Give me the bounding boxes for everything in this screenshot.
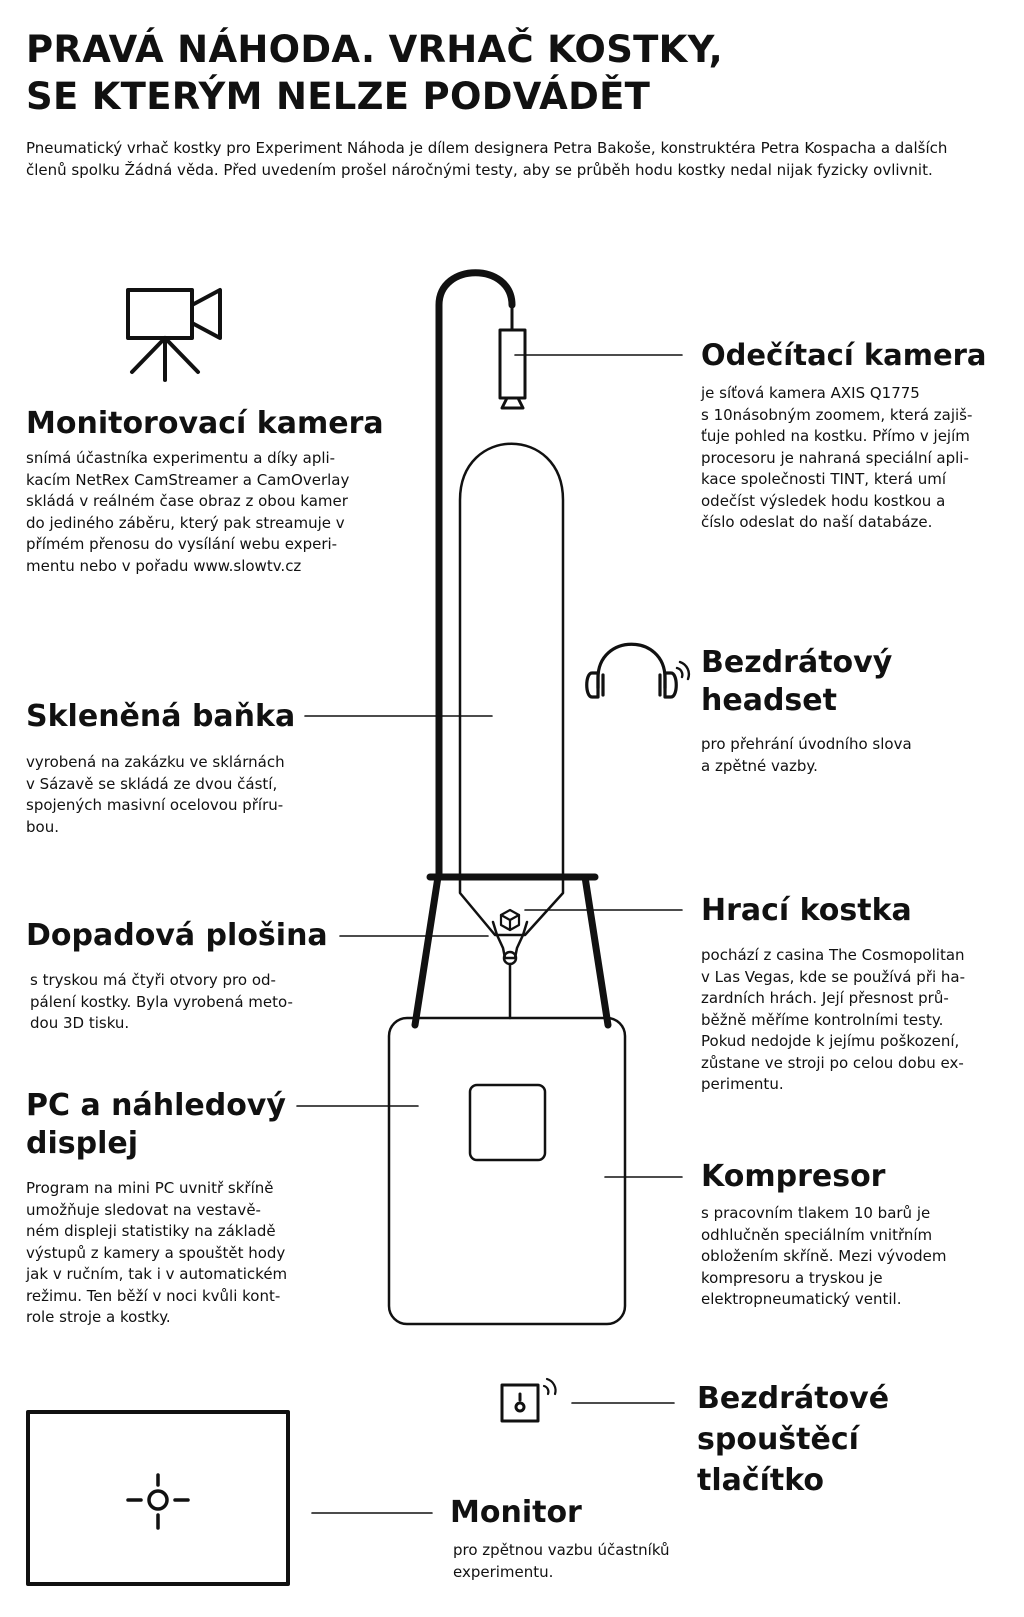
monitor-description: pro zpětnou vazbu účastníků experimentu. [453, 1540, 670, 1583]
description-line: experimentu. [453, 1562, 554, 1581]
title-line: SE KTERÝM NELZE PODVÁDĚT [26, 75, 651, 118]
frame-leg-left [411, 873, 442, 1029]
dice-heading: Hrací kostka [701, 893, 912, 928]
heading-line: spouštěcí [697, 1422, 859, 1457]
description-line: snímá účastníka experimentu a díky apli- [26, 449, 336, 467]
heading-line: PC a náhledový [26, 1088, 286, 1123]
description-line: přímém přenosu do vysílání webu experi- [26, 535, 338, 553]
glass-flask-heading: Skleněná baňka [26, 699, 296, 734]
description-line: zůstane ve stroji po celou dobu ex- [701, 1053, 964, 1072]
description-line: výstupů z kamery a spouštět hody [26, 1243, 286, 1262]
headset-heading: Bezdrátový headset [701, 644, 892, 720]
intro-line: Pneumatický vrhač kostky pro Experiment … [26, 139, 948, 157]
description-line: odhlučněn speciálním vnitřním [701, 1225, 933, 1244]
monitor-camera-description: snímá účastníka experimentu a díky apli-… [26, 448, 349, 577]
description-line: elektropneumatický ventil. [701, 1290, 902, 1308]
video-camera-on-tripod-icon [126, 288, 222, 382]
landing-platform-description: s tryskou má čtyři otvory pro od- pálení… [30, 970, 293, 1035]
description-line: spojených masivní ocelovou příru- [26, 796, 284, 814]
intro-paragraph: Pneumatický vrhač kostky pro Experiment … [26, 137, 996, 181]
monitor-camera-heading: Monitorovací kamera [26, 406, 384, 441]
dice-description: pochází z casina The Cosmopolitan v Las … [701, 945, 965, 1096]
description-line: role stroje a kostky. [26, 1308, 171, 1326]
description-line: je síťová kamera AXIS Q1775 [701, 384, 920, 402]
description-line: s tryskou má čtyři otvory pro od- [30, 971, 276, 989]
reading-camera-description: je síťová kamera AXIS Q1775 s 10násobným… [701, 383, 972, 534]
heading-line: Bezdrátový [701, 645, 893, 680]
description-line: s pracovním tlakem 10 barů je [701, 1204, 931, 1222]
heading-line: headset [701, 683, 837, 718]
description-line: číslo odeslat do naší databáze. [701, 513, 933, 531]
description-line: zardních hrách. Její přesnost prů- [701, 989, 949, 1007]
description-line: ťuje pohled na kostku. Přímo v jejím [701, 427, 970, 445]
description-line: odečíst výsledek hodu kostkou a [701, 491, 946, 510]
glass-flask-description: vyrobená na zakázku ve sklárnách v Sázav… [26, 752, 285, 838]
description-line: dou 3D tisku. [30, 1014, 130, 1032]
description-line: perimentu. [701, 1075, 784, 1093]
description-line: kace společnosti TINT, která umí [701, 470, 947, 488]
reading-camera-heading: Odečítací kamera [701, 338, 987, 372]
camera-cable [435, 269, 516, 881]
compressor-description: s pracovním tlakem 10 barů je odhlučněn … [701, 1203, 946, 1311]
description-line: procesoru je nahraná speciální apli- [701, 448, 969, 467]
heading-line: Bezdrátové [697, 1381, 890, 1416]
landing-platform [491, 920, 529, 1020]
landing-platform-heading: Dopadová plošina [26, 918, 328, 953]
camera-icon [498, 303, 527, 410]
pc-cabinet [387, 1016, 627, 1326]
description-line: pochází z casina The Cosmopolitan [701, 946, 965, 964]
preview-display [468, 1083, 547, 1162]
description-line: ném displeji statistiky na základě [26, 1222, 276, 1240]
description-line: jak v ručním, tak i v automatickém [26, 1265, 288, 1283]
description-line: s 10násobným zoomem, která zajiš- [701, 405, 973, 424]
description-line: bou. [26, 817, 59, 836]
wireless-button-icon [500, 1377, 557, 1423]
description-line: v Sázavě se skládá ze dvou částí, [26, 774, 278, 793]
description-line: umožňuje sledovat na vestavě- [26, 1200, 261, 1219]
glass-flask [458, 442, 565, 937]
leader-lines [296, 354, 683, 1514]
description-line: Pokud nedojde k jejímu poškození, [701, 1032, 960, 1050]
wireless-headset-icon [585, 642, 691, 699]
dice-icon [499, 908, 521, 932]
description-line: Program na mini PC uvnitř skříně [26, 1179, 274, 1197]
description-line: skládá v reálném čase obraz z obou kamer [26, 492, 348, 510]
page-title: PRAVÁ NÁHODA. VRHAČ KOSTKY, SE KTERÝM NE… [26, 26, 986, 120]
description-line: mentu nebo v pořadu www.slowtv.cz [26, 556, 302, 575]
pc-display-heading: PC a náhledový displej [26, 1087, 286, 1163]
description-line: kacím NetRex CamStreamer a CamOverlay [26, 470, 350, 489]
wireless-button-heading: Bezdrátové spouštěcí tlačítko [697, 1378, 889, 1501]
description-line: obložením skříně. Mezi vývodem [701, 1247, 947, 1265]
intro-line: členů spolku Žádná věda. Před uvedením p… [26, 161, 933, 179]
description-line: v Las Vegas, kde se používá při ha- [701, 967, 966, 986]
description-line: režimu. Ten běží v noci kvůli kont- [26, 1286, 281, 1305]
heading-line: tlačítko [697, 1463, 825, 1498]
pc-display-description: Program na mini PC uvnitř skříně umožňuj… [26, 1178, 287, 1329]
description-line: a zpětné vazby. [701, 756, 818, 775]
heading-line: displej [26, 1126, 139, 1161]
description-line: vyrobená na zakázku ve sklárnách [26, 753, 285, 771]
description-line: pro zpětnou vazbu účastníků [453, 1541, 670, 1559]
compressor-heading: Kompresor [701, 1159, 886, 1194]
monitor-frame [26, 1410, 290, 1586]
description-line: pro přehrání úvodního slova [701, 735, 912, 753]
description-line: běžně měříme kontrolními testy. [701, 1010, 944, 1029]
description-line: do jediného záběru, který pak streamuje … [26, 513, 345, 532]
description-line: pálení kostky. Byla vyrobená meto- [30, 992, 293, 1011]
title-line: PRAVÁ NÁHODA. VRHAČ KOSTKY, [26, 28, 723, 71]
crosshair-icon [126, 1473, 190, 1530]
frame-leg-right [581, 873, 612, 1029]
description-line: kompresoru a tryskou je [701, 1268, 883, 1287]
headset-description: pro přehrání úvodního slova a zpětné vaz… [701, 734, 912, 777]
monitor-heading: Monitor [450, 1495, 582, 1530]
